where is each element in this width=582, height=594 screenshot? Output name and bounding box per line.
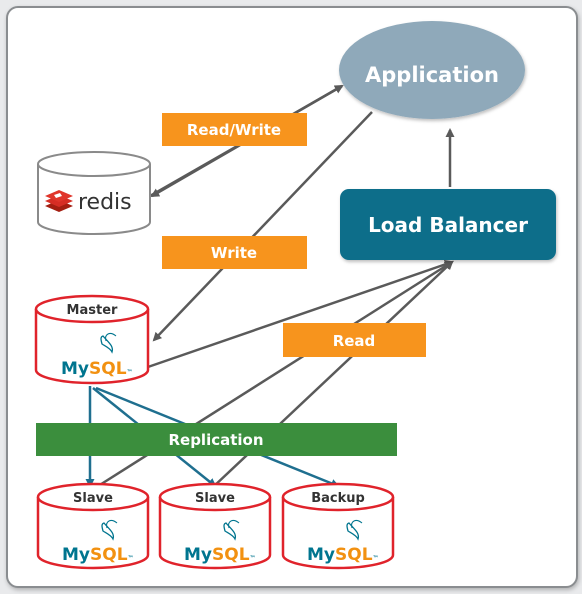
redis-node: redis <box>37 151 151 235</box>
write-label-box: Write <box>162 236 307 269</box>
application-node: Application <box>339 21 525 119</box>
arrow-master-to-lb <box>144 260 454 370</box>
master-db-node: Master MySQL™ <box>34 294 150 385</box>
backup-label: Backup <box>311 491 365 506</box>
slave1-db-node: Slave MySQL™ <box>36 482 150 570</box>
dolphin-icon <box>100 332 117 354</box>
application-label: Application <box>365 63 499 87</box>
slave2-label: Slave <box>195 491 235 506</box>
read-label-box: Read <box>283 323 426 357</box>
slave1-label: Slave <box>73 491 113 506</box>
redis-logo-icon <box>45 190 73 212</box>
load-balancer-node: Load Balancer <box>340 189 556 260</box>
read-write-label-box: Read/Write <box>162 113 307 146</box>
slave1-mysql-logo: MySQL™ <box>62 545 134 565</box>
arrow-app-to-master <box>152 111 373 342</box>
master-mysql-logo: MySQL™ <box>61 359 133 379</box>
dolphin-icon <box>346 519 363 541</box>
redis-label: redis <box>78 190 132 215</box>
read-write-label: Read/Write <box>187 121 281 139</box>
load-balancer-label: Load Balancer <box>368 213 528 237</box>
slave2-db-node: Slave MySQL™ <box>158 482 272 570</box>
replication-bar: Replication <box>36 423 397 456</box>
replication-label: Replication <box>168 431 263 449</box>
read-label: Read <box>333 332 376 350</box>
backup-mysql-logo: MySQL™ <box>307 545 379 565</box>
dolphin-icon <box>101 519 118 541</box>
backup-db-node: Backup MySQL™ <box>281 482 395 570</box>
slave2-mysql-logo: MySQL™ <box>184 545 256 565</box>
write-label: Write <box>211 244 257 262</box>
dolphin-icon <box>223 519 240 541</box>
master-label: Master <box>67 303 118 318</box>
